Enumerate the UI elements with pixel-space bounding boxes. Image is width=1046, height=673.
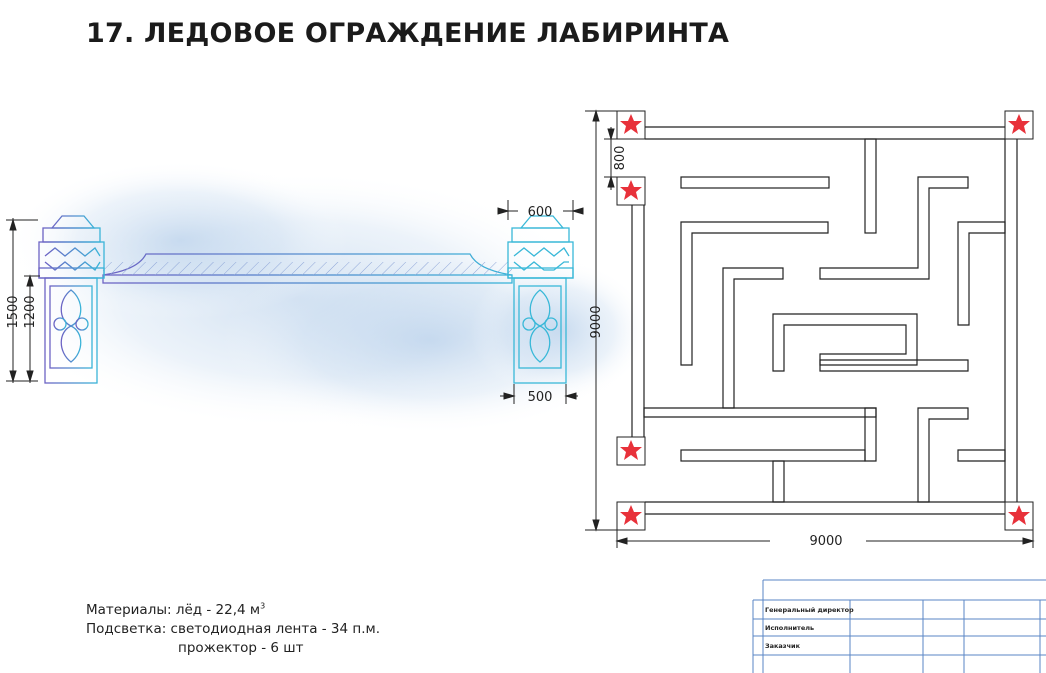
dim-1500: 1500	[6, 295, 21, 328]
materials-line: Материалы: лёд - 22,4 м3	[86, 601, 266, 618]
title-block-executor: Исполнитель	[765, 624, 814, 632]
right-pillar	[507, 215, 574, 384]
star-icon	[620, 440, 642, 460]
star-icon	[1008, 114, 1030, 134]
materials-superscript: 3	[260, 601, 266, 610]
post-top-right	[1004, 110, 1034, 140]
post-low-left	[616, 436, 646, 466]
ice-background	[0, 160, 650, 435]
plan-posts	[616, 110, 1034, 531]
dim-9000-vertical: 9000	[589, 305, 604, 338]
elevation-dimensions	[6, 200, 584, 404]
dim-800: 800	[613, 146, 628, 171]
star-icon	[1008, 505, 1030, 525]
title-block	[752, 579, 1046, 673]
page-title: 17. ЛЕДОВОЕ ОГРАЖДЕНИЕ ЛАБИРИНТА	[86, 18, 730, 49]
star-icon	[620, 180, 642, 200]
post-mid-left	[616, 176, 646, 206]
dim-600: 600	[528, 205, 553, 220]
dim-9000-horizontal: 9000	[809, 534, 842, 549]
lighting-line: Подсветка: светодиодная лента - 34 п.м.	[86, 620, 380, 637]
title-block-customer: Заказчик	[765, 642, 801, 650]
projector-line: прожектор - 6 шт	[178, 639, 304, 656]
dim-1200: 1200	[23, 295, 38, 328]
star-icon	[620, 114, 642, 134]
left-pillar	[38, 215, 105, 384]
plan-dimensions	[585, 109, 1035, 548]
post-bottom-right	[1004, 501, 1034, 531]
star-icon	[620, 505, 642, 525]
post-bottom-left	[616, 501, 646, 531]
post-top-left	[616, 110, 646, 140]
materials-notes: Материалы: лёд - 22,4 м3 Подсветка: свет…	[86, 596, 380, 658]
elevation-view	[38, 215, 574, 384]
title-block-director: Генеральный директор	[765, 606, 854, 614]
dim-500: 500	[528, 390, 553, 405]
labyrinth-plan	[631, 126, 1018, 515]
